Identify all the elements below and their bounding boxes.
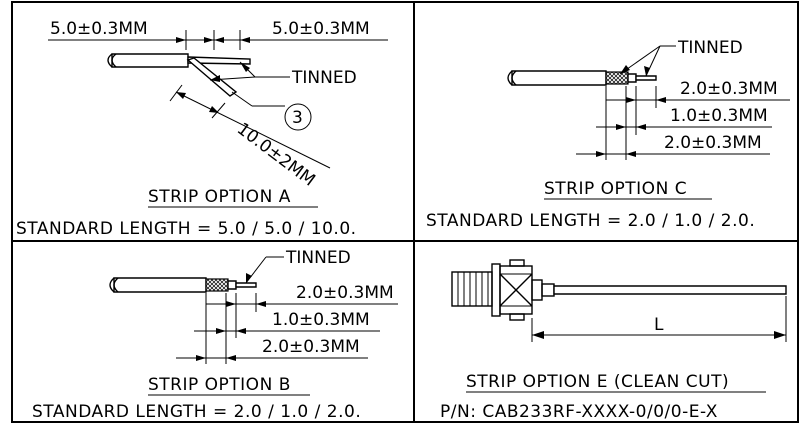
panel-title: STRIP OPTION E (CLEAN CUT) [466,372,729,392]
dielectric [227,280,237,290]
dim-label-2: 1.0±0.3MM [272,310,370,330]
cable-jacket [111,53,189,68]
standard-length: STANDARD LENGTH = 5.0 / 5.0 / 10.0. [16,219,357,239]
dim-label-right: 5.0±0.3MM [272,19,370,39]
panel-strip-option-b: TINNED 2.0±0.3MM 1.0±0.3MM 2.0±0.3MM STR… [32,248,398,422]
tinned-conductor-lower [186,57,238,97]
balloon-callout [284,103,312,131]
length-label: L [654,315,664,335]
dim-label-1: 2.0±0.3MM [296,283,394,303]
tinned-conductor [635,75,657,81]
braid-shield [205,278,229,292]
panel-title: STRIP OPTION C [544,179,687,199]
part-number: P/N: CAB233RF-XXXX-0/0/0-E-X [440,402,718,422]
dim-label-diagonal: 10.0±2MM [233,119,319,190]
dim-label-3: 2.0±0.3MM [262,337,360,357]
cable-jacket [511,70,607,86]
dielectric [627,73,637,83]
dim-label-3: 2.0±0.3MM [664,133,762,153]
standard-length: STANDARD LENGTH = 2.0 / 1.0 / 2.0. [32,402,361,422]
braid-shield [605,71,629,85]
drawing-frame [11,1,799,423]
tinned-label: TINNED [285,248,351,268]
panel-strip-option-e: L STRIP OPTION E (CLEAN CUT) P/N: CAB233… [440,259,787,422]
panel-strip-option-c: TINNED 2.0±0.3MM 1.0±0.3MM 2.0±0.3MM STR… [426,38,790,231]
standard-length: STANDARD LENGTH = 2.0 / 1.0 / 2.0. [426,211,755,231]
tinned-label: TINNED [291,68,357,88]
rf-connector [451,259,555,321]
panel-strip-option-a: 5.0±0.3MM 5.0±0.3MM TINNED 3 10.0±2MM ST… [16,19,388,239]
cable-jacket [113,277,207,293]
dim-label-1: 2.0±0.3MM [680,79,778,99]
dim-label-2: 1.0±0.3MM [670,106,768,126]
panel-title: STRIP OPTION B [148,375,291,395]
tinned-label: TINNED [677,38,743,58]
panel-title: STRIP OPTION A [148,187,291,207]
tinned-conductor-upper [187,56,251,65]
balloon-number: 3 [292,108,303,128]
tinned-conductor [235,282,257,288]
cable [553,285,787,295]
dim-label-left: 5.0±0.3MM [50,19,148,39]
